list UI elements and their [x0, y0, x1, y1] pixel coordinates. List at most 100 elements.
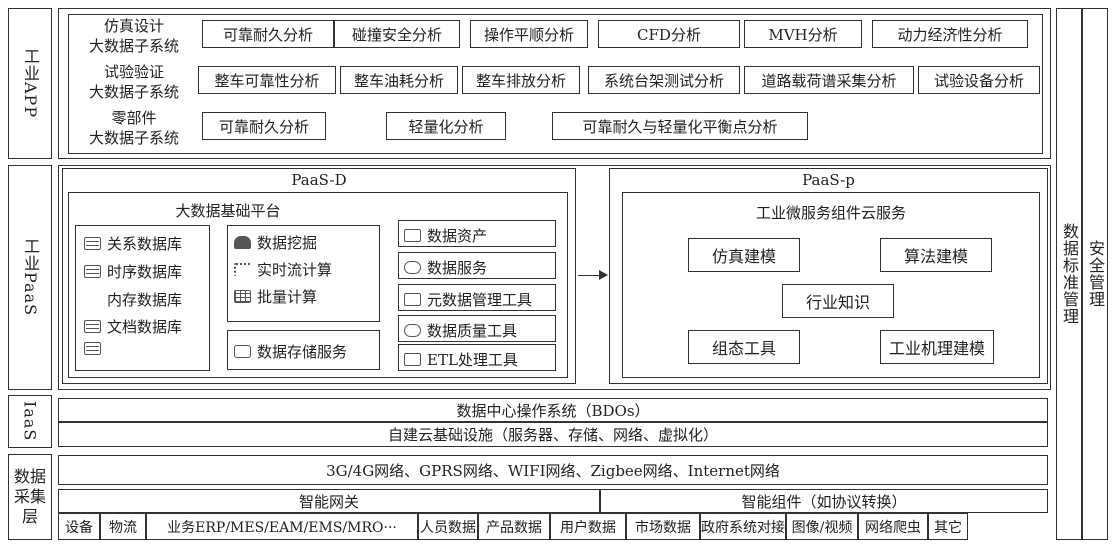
layer-label-collect-text: 数据采集层 — [13, 467, 46, 526]
app-analysis-item: 碰撞安全分析 — [334, 20, 460, 48]
compute-item: 批量计算 — [234, 286, 317, 307]
compute-group — [227, 225, 380, 322]
data-tool-label: 数据资产 — [427, 227, 488, 245]
app-subsystem-label: 仿真设计 大数据子系统 — [88, 17, 179, 55]
layer-label-iaas: IaaS — [8, 395, 52, 448]
data-tool-box: ETL处理工具 — [398, 344, 556, 371]
database-label: 内存数据库 — [107, 291, 183, 309]
compute-label: 数据挖掘 — [257, 234, 318, 252]
storage-service: 数据存储服务 — [227, 330, 380, 370]
data-source-item: 物流 — [100, 513, 146, 540]
layer-label-paas: 工业PaaS — [8, 165, 52, 390]
app-subsystem-label: 零部件 大数据子系统 — [88, 109, 179, 147]
storage-drive-icon — [234, 345, 251, 358]
database-icon — [84, 237, 101, 250]
app-analysis-item: 可靠耐久分析 — [202, 112, 326, 140]
data-standard-management-text: 数据标准管理 — [1060, 223, 1079, 325]
data-source-item: 其它 — [928, 513, 968, 540]
layer-label-iaas-text: IaaS — [20, 401, 40, 442]
data-source-item: 业务ERP/MES/EAM/EMS/MRO··· — [146, 513, 418, 540]
cloud-icon — [234, 236, 251, 249]
paas-p-service-item: 行业知识 — [782, 284, 894, 318]
app-analysis-item: 系统台架测试分析 — [588, 66, 740, 94]
database-icon — [84, 265, 101, 278]
network-row: 3G/4G网络、GPRS网络、WIFI网络、Zigbee网络、Internet网… — [58, 455, 1048, 485]
app-analysis-item: 整车油耗分析 — [340, 66, 458, 94]
big-data-platform-title: 大数据基础平台 — [175, 201, 281, 220]
app-analysis-item: 操作平顺分析 — [470, 20, 588, 48]
database-label: 时序数据库 — [107, 263, 183, 281]
database-label: 文档数据库 — [107, 318, 183, 336]
etl-icon — [404, 353, 421, 366]
compute-label: 批量计算 — [257, 288, 318, 306]
database-item: 内存数据库 — [84, 289, 182, 310]
database-item: 文档数据库 — [84, 316, 182, 337]
database-icon — [84, 320, 101, 333]
app-analysis-item: 轻量化分析 — [386, 112, 506, 140]
data-tool-label: ETL处理工具 — [427, 351, 518, 369]
database-icon — [84, 342, 101, 355]
smart-component-label: 智能组件（如协议转换） — [741, 492, 907, 511]
layer-label-app-text: 工业APP — [21, 48, 40, 119]
data-source-item: 产品数据 — [478, 513, 550, 540]
app-analysis-item: CFD分析 — [598, 20, 740, 48]
data-source-item: 设备 — [58, 513, 100, 540]
database-item: 时序数据库 — [84, 261, 182, 282]
data-tool-label: 数据质量工具 — [427, 322, 518, 340]
stream-icon — [234, 263, 251, 276]
iaas-infra-label: 自建云基础设施（服务器、存储、网络、虚拟化） — [387, 426, 718, 444]
app-analysis-item: 动力经济性分析 — [872, 20, 1028, 48]
grid-icon — [234, 290, 251, 303]
data-source-item: 市场数据 — [626, 513, 700, 540]
paas-p-service-item: 算法建模 — [880, 238, 992, 272]
compute-item: 数据挖掘 — [234, 232, 317, 253]
paas-p-service-item: 工业机理建模 — [880, 330, 994, 364]
data-source-item: 人员数据 — [418, 513, 478, 540]
paas-p-service-item: 组态工具 — [688, 330, 800, 364]
data-tool-box: 数据质量工具 — [398, 315, 556, 342]
app-analysis-item: MVH分析 — [744, 20, 862, 48]
data-source-item: 政府系统对接 — [700, 513, 786, 540]
security-management-text: 安全管理 — [1086, 240, 1105, 308]
data-source-item: 网络爬虫 — [858, 513, 928, 540]
microservice-cloud-title: 工业微服务组件云服务 — [755, 203, 906, 222]
data-tool-box: 元数据管理工具 — [398, 284, 556, 311]
paas-d-title: PaaS-D — [291, 171, 347, 189]
database-item: 关系数据库 — [84, 233, 182, 254]
data-tool-label: 元数据管理工具 — [427, 291, 533, 309]
layer-label-app: 工业APP — [8, 8, 52, 159]
app-subsystem-label: 试验验证 大数据子系统 — [88, 63, 179, 101]
app-analysis-item: 道路载荷谱采集分析 — [744, 66, 914, 94]
data-tool-box: 数据服务 — [398, 252, 556, 279]
data-tool-box: 数据资产 — [398, 220, 556, 247]
app-analysis-item: 整车排放分析 — [462, 66, 580, 94]
smart-component: 智能组件（如协议转换） — [600, 489, 1048, 513]
layer-label-collect: 数据采集层 — [8, 454, 52, 540]
layer-label-paas-text: 工业PaaS — [21, 238, 40, 317]
app-analysis-item: 可靠耐久分析 — [202, 20, 334, 48]
smart-gateway-label: 智能网关 — [298, 492, 359, 511]
database-extra-icon-row — [84, 342, 107, 355]
app-analysis-item: 可靠耐久与轻量化平衡点分析 — [552, 112, 808, 140]
data-standard-management: 数据标准管理 — [1056, 8, 1082, 540]
paas-p-service-item: 仿真建模 — [688, 238, 800, 272]
paas-p-title: PaaS-p — [802, 171, 855, 189]
app-analysis-item: 整车可靠性分析 — [198, 66, 336, 94]
iaas-infra: 自建云基础设施（服务器、存储、网络、虚拟化） — [58, 422, 1048, 447]
metadata-icon — [404, 293, 421, 306]
compute-item: 实时流计算 — [234, 259, 332, 280]
data-tool-label: 数据服务 — [427, 259, 488, 277]
data-service-icon — [404, 261, 421, 274]
data-source-item: 用户数据 — [550, 513, 626, 540]
data-source-item: 图像/视频 — [786, 513, 858, 540]
data-asset-icon — [404, 229, 421, 242]
compute-label: 实时流计算 — [257, 261, 333, 279]
storage-service-label: 数据存储服务 — [257, 343, 348, 361]
app-analysis-item: 试验设备分析 — [918, 66, 1040, 94]
quality-icon — [404, 324, 421, 337]
security-management: 安全管理 — [1082, 8, 1108, 540]
iaas-os-label: 数据中心操作系统（BDOs） — [456, 401, 650, 420]
iaas-os: 数据中心操作系统（BDOs） — [58, 398, 1048, 422]
smart-gateway: 智能网关 — [58, 489, 600, 513]
paas-arrow — [578, 270, 608, 280]
